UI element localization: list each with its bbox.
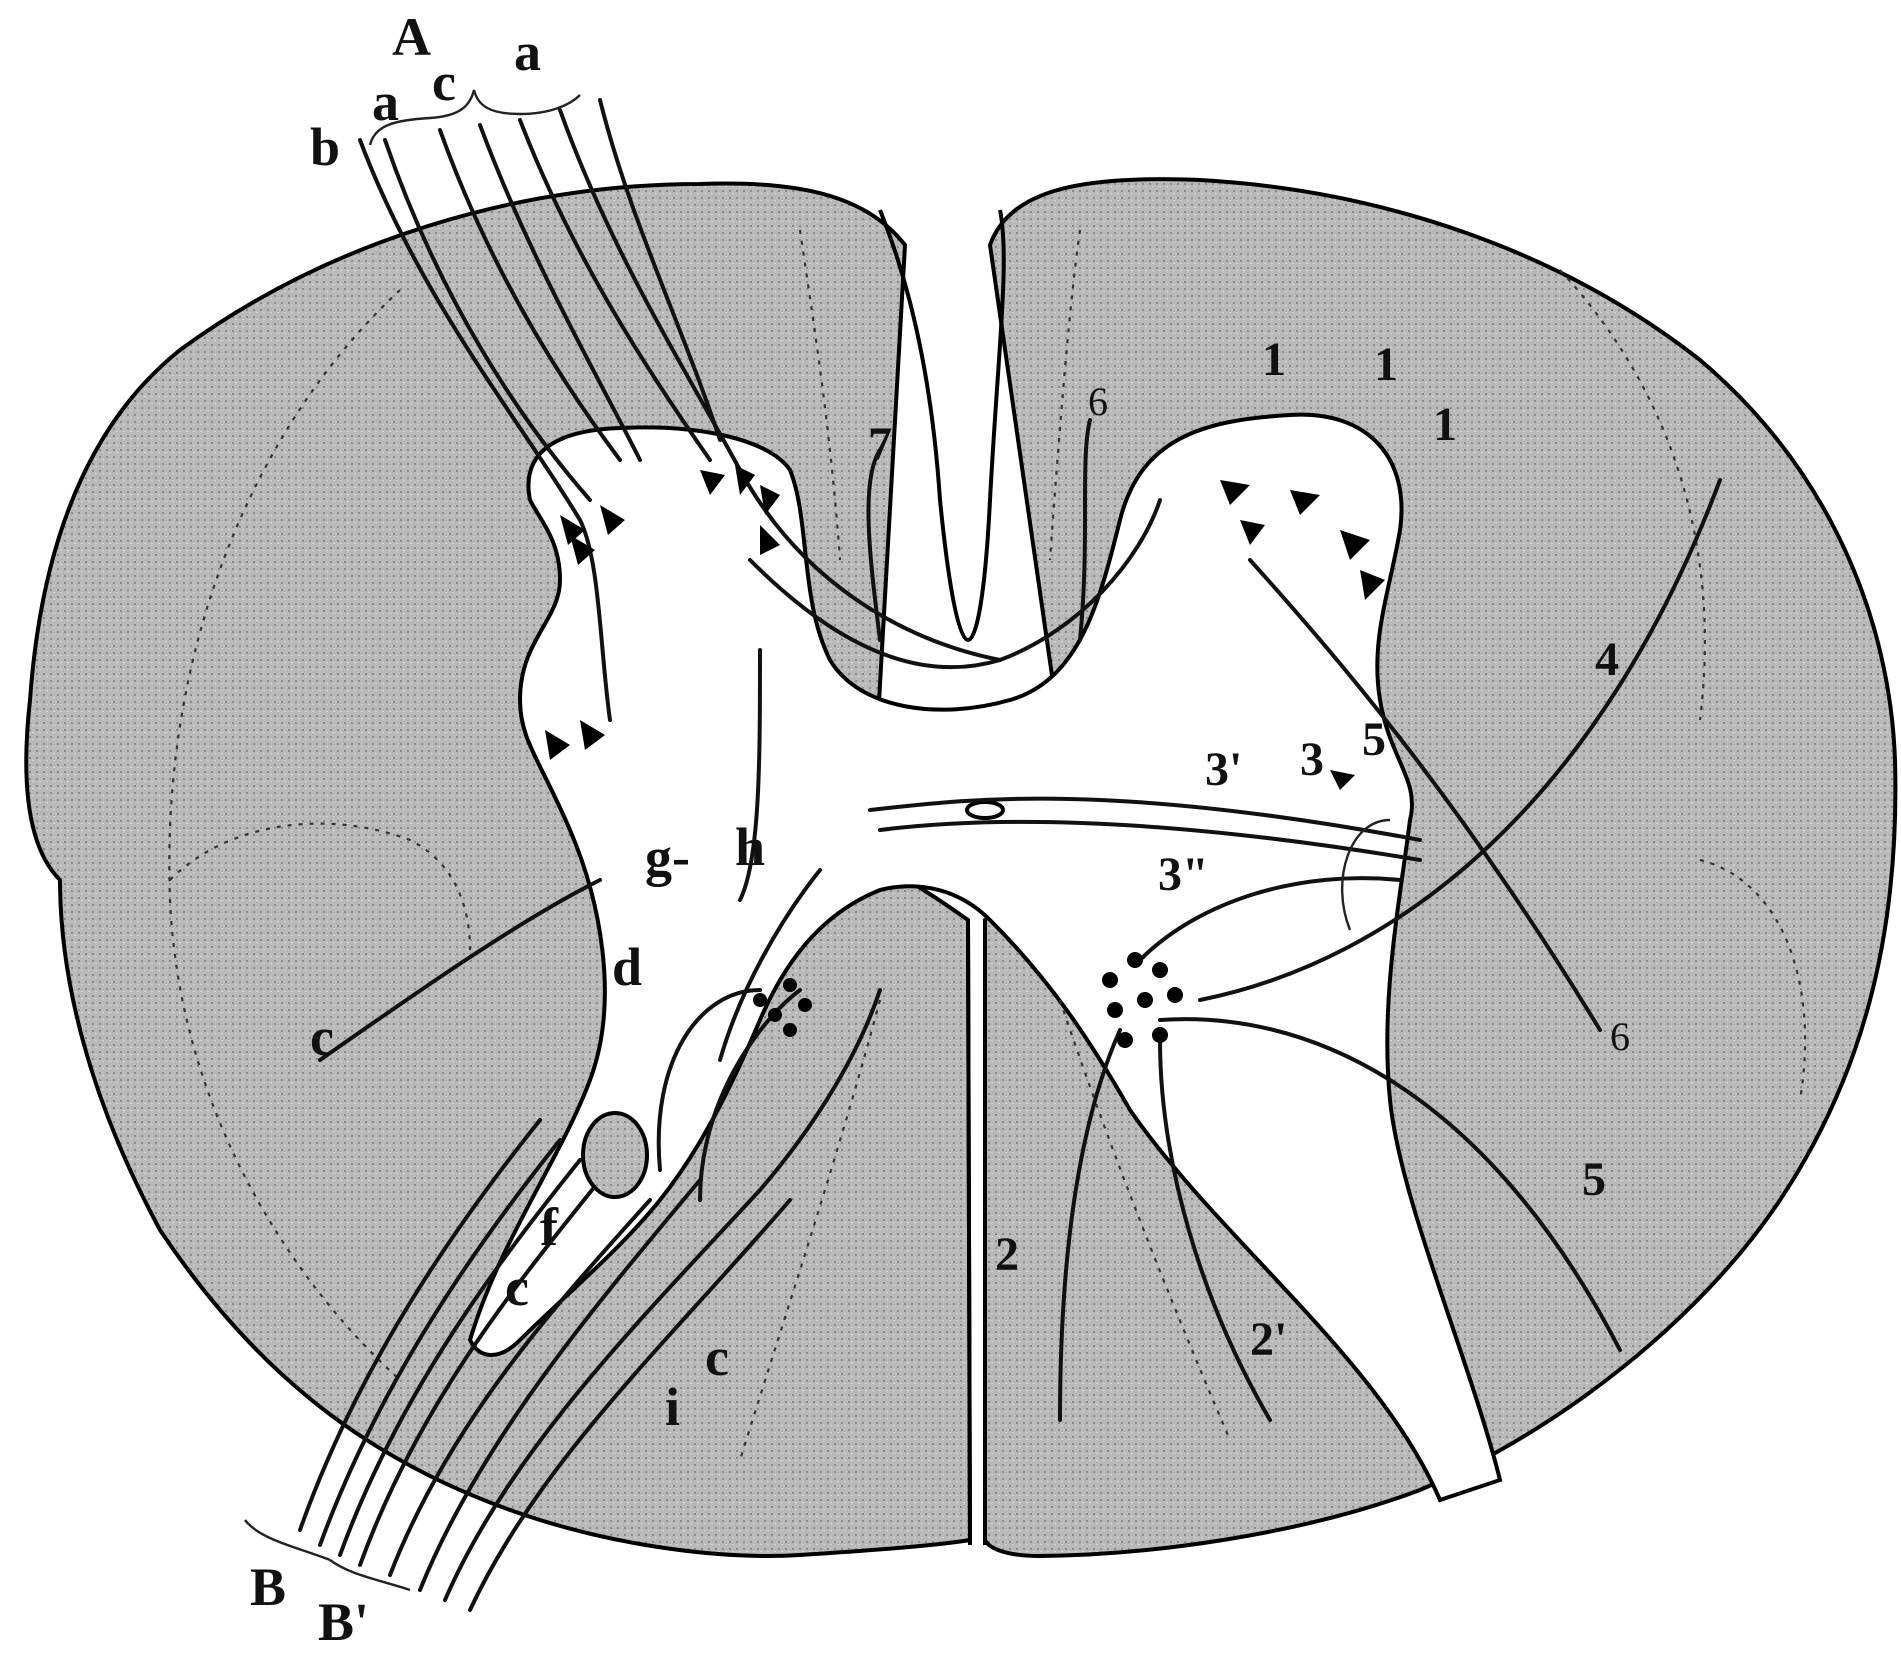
label-c-mid: c bbox=[505, 1257, 529, 1317]
label-6b: 6 bbox=[1610, 1014, 1630, 1059]
label-h: h bbox=[735, 817, 765, 877]
brace-Bprime bbox=[330, 1560, 410, 1590]
label-A: A bbox=[392, 7, 431, 67]
ventral-fissure bbox=[968, 920, 985, 1545]
label-i: i bbox=[665, 1377, 680, 1437]
label-1c: 1 bbox=[1433, 398, 1457, 451]
label-c-top: c bbox=[432, 52, 456, 112]
label-1a: 1 bbox=[1262, 333, 1286, 386]
label-5b: 5 bbox=[1582, 1153, 1606, 1206]
label-a1: a bbox=[372, 72, 399, 132]
label-c-low: c bbox=[705, 1327, 729, 1387]
label-2: 2 bbox=[995, 1228, 1019, 1281]
label-5a: 5 bbox=[1362, 713, 1386, 766]
label-3prime: 3' bbox=[1205, 743, 1242, 796]
label-2prime: 2' bbox=[1250, 1313, 1287, 1366]
label-a2: a bbox=[514, 22, 541, 82]
label-f: f bbox=[540, 1197, 559, 1257]
label-7: 7 bbox=[868, 418, 892, 471]
label-3dblprime: 3" bbox=[1158, 848, 1209, 901]
label-Bprime: B' bbox=[318, 1592, 369, 1652]
label-d: d bbox=[612, 937, 642, 997]
label-4: 4 bbox=[1595, 633, 1619, 686]
label-3: 3 bbox=[1300, 733, 1324, 786]
central-canal bbox=[967, 802, 1003, 818]
label-B: B bbox=[250, 1557, 286, 1617]
brace-A bbox=[370, 90, 580, 145]
label-b: b bbox=[310, 117, 340, 177]
label-6a: 6 bbox=[1088, 379, 1108, 424]
ganglion-cell-body bbox=[583, 1113, 647, 1197]
brace-B bbox=[245, 1520, 330, 1560]
label-c-left: c bbox=[310, 1007, 334, 1067]
label-g: g- bbox=[645, 827, 690, 887]
label-1b: 1 bbox=[1374, 338, 1398, 391]
